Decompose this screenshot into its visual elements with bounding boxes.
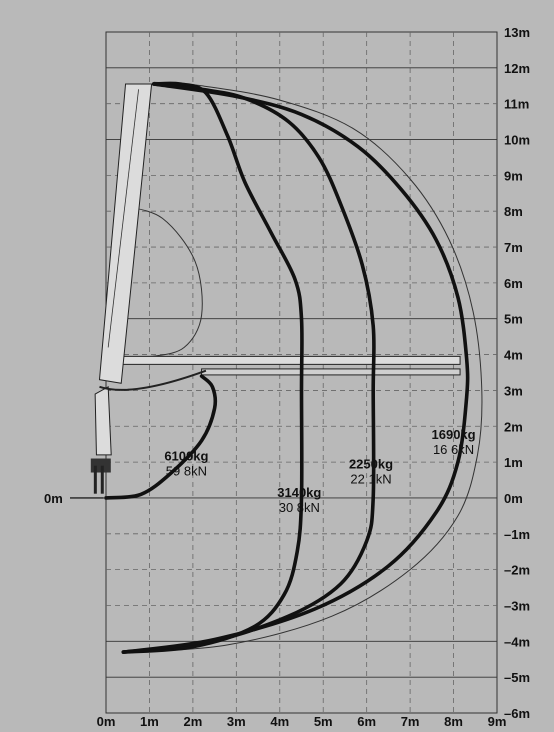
y-tick-label: –6m bbox=[504, 706, 530, 721]
origin-label: 0m bbox=[44, 491, 63, 506]
y-tick-label: 8m bbox=[504, 204, 523, 219]
y-tick-label: 2m bbox=[504, 419, 523, 434]
x-tick-label: 3m bbox=[227, 714, 246, 729]
load-label-kg-2: 3140kg bbox=[277, 485, 321, 500]
load-label-kn-1: 59 8kN bbox=[166, 463, 207, 478]
outer-envelope-curve bbox=[123, 81, 483, 653]
y-tick-label: 4m bbox=[504, 348, 523, 363]
load-curve-4 bbox=[121, 82, 470, 654]
x-tick-label: 1m bbox=[140, 714, 159, 729]
y-tick-label: 10m bbox=[504, 133, 530, 148]
lift-cylinder bbox=[99, 369, 207, 391]
load-curve-1 bbox=[104, 374, 218, 500]
load-label-kn-3: 22 1kN bbox=[350, 472, 391, 487]
crane-column bbox=[94, 386, 112, 456]
load-curves bbox=[104, 81, 470, 654]
x-tick-label: 5m bbox=[314, 714, 333, 729]
x-tick-label: 8m bbox=[444, 714, 463, 729]
load-label-kn-4: 16 6kN bbox=[433, 442, 474, 457]
load-label-kg-3: 2250kg bbox=[349, 457, 393, 472]
load-curve-2 bbox=[121, 81, 304, 654]
y-tick-label: –1m bbox=[504, 527, 530, 542]
crane-leg-right bbox=[100, 465, 104, 494]
outer-envelope bbox=[123, 81, 483, 653]
y-tick-label: –4m bbox=[504, 634, 530, 649]
y-tick-label: 7m bbox=[504, 240, 523, 255]
raised-boom-edge bbox=[107, 89, 139, 348]
load-label-kg-1: 6100kg bbox=[164, 448, 208, 463]
y-tick-label: –5m bbox=[504, 670, 530, 685]
y-tick-label: 12m bbox=[504, 61, 530, 76]
crane-leg-left bbox=[93, 465, 97, 494]
x-tick-label: 7m bbox=[401, 714, 420, 729]
y-tick-label: 6m bbox=[504, 276, 523, 291]
crane-silhouette bbox=[70, 83, 461, 499]
y-tick-label: –2m bbox=[504, 563, 530, 578]
axis-ticks: 13m 12m 11m 10m 9m 8m 7m 6m 5m 4m 3m 2m 1m 0m –1m –2m –3… bbox=[44, 25, 530, 729]
y-tick-label: 5m bbox=[504, 312, 523, 327]
y-tick-label: 3m bbox=[504, 383, 523, 398]
x-tick-label: 2m bbox=[183, 714, 202, 729]
y-tick-label: 13m bbox=[504, 25, 530, 40]
y-tick-label: 9m bbox=[504, 168, 523, 183]
horizontal-boom bbox=[107, 355, 461, 365]
x-tick-label: 0m bbox=[97, 714, 116, 729]
load-label-kg-4: 1690kg bbox=[432, 427, 476, 442]
x-tick-label: 9m bbox=[488, 714, 507, 729]
y-tick-label: 1m bbox=[504, 455, 523, 470]
boom-extension bbox=[201, 368, 461, 376]
load-label-kn-2: 30 8kN bbox=[279, 500, 320, 515]
y-tick-label: 11m bbox=[504, 97, 529, 112]
x-tick-label: 4m bbox=[270, 714, 289, 729]
y-tick-label: 0m bbox=[504, 491, 523, 506]
y-tick-label: –3m bbox=[504, 598, 530, 613]
load-curve-3 bbox=[121, 82, 376, 654]
x-tick-label: 6m bbox=[357, 714, 376, 729]
